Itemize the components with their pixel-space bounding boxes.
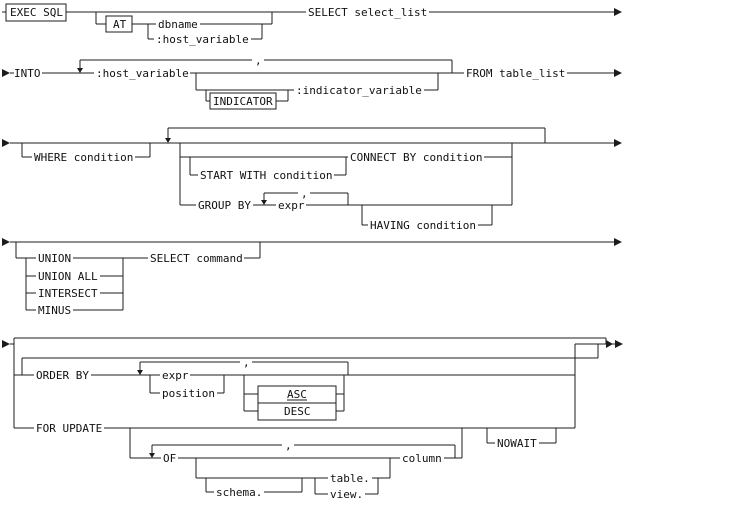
nowait-keyword: NOWAIT: [497, 437, 537, 450]
host-variable-loop-comma: ,: [255, 54, 262, 67]
where-condition-clause: WHERE condition: [34, 151, 133, 164]
labels: EXEC SQL AT dbname :host_variable SELECT…: [10, 6, 565, 501]
desc-box: [257, 402, 337, 421]
arrow-down-icon: [137, 370, 143, 375]
arrow-right-icon: [2, 340, 10, 348]
indicator-box: [209, 92, 277, 110]
order-by-loop-comma: ,: [243, 356, 250, 369]
into-keyword: INTO: [14, 67, 41, 80]
group-by-expr-operand: expr: [278, 199, 305, 212]
into-host-variable-operand: :host_variable: [96, 67, 189, 80]
position-operand: position: [162, 387, 215, 400]
order-by-expr-operand: expr: [162, 369, 189, 382]
row1-lines: [2, 11, 614, 40]
union-all-keyword: UNION ALL: [38, 270, 98, 283]
arrow-right-icon: [615, 340, 623, 348]
intersect-keyword: INTERSECT: [38, 287, 98, 300]
schema-operand: schema.: [216, 486, 262, 499]
exec-sql-box: [5, 3, 67, 22]
indicator-variable-operand: :indicator_variable: [296, 84, 422, 97]
desc-keyword: DESC: [284, 405, 311, 418]
arrow-right-icon: [614, 69, 622, 77]
asc-keyword: ASC: [287, 388, 307, 401]
view-operand: view.: [330, 488, 363, 501]
at-keyword: AT: [113, 18, 127, 31]
minus-keyword: MINUS: [38, 304, 71, 317]
railroad-lines: [2, 11, 615, 495]
row3-lines: [10, 127, 614, 226]
arrow-down-icon: [261, 200, 267, 205]
table-operand: table.: [330, 472, 370, 485]
arrow-down-icon: [165, 138, 171, 143]
of-loop-comma: ,: [285, 439, 292, 452]
column-operand: column: [402, 452, 442, 465]
having-condition-clause: HAVING condition: [370, 219, 476, 232]
order-by-keyword: ORDER BY: [36, 369, 89, 382]
at-host-variable-operand: :host_variable: [156, 33, 249, 46]
start-with-condition-clause: START WITH condition: [200, 169, 332, 182]
group-by-loop-comma: ,: [301, 187, 308, 200]
of-keyword: OF: [163, 452, 176, 465]
indicator-keyword: INDICATOR: [213, 95, 273, 108]
arrow-down-icon: [149, 453, 155, 458]
at-box: [105, 15, 133, 33]
arrowheads: [2, 8, 623, 458]
arrow-right-icon: [614, 139, 622, 147]
arrow-right-icon: [2, 69, 10, 77]
dbname-operand: dbname: [158, 18, 198, 31]
arrow-right-icon: [2, 238, 10, 246]
union-keyword: UNION: [38, 252, 71, 265]
row2-lines: [10, 59, 614, 102]
exec-sql-keyword: EXEC SQL: [10, 6, 63, 19]
arrow-down-icon: [77, 68, 83, 73]
arrow-right-icon: [606, 340, 613, 348]
row4-lines: [10, 241, 614, 311]
connect-by-condition-clause: CONNECT BY condition: [350, 151, 482, 164]
keyword-boxes: [5, 3, 337, 421]
arrow-right-icon: [614, 238, 622, 246]
arrow-right-icon: [614, 8, 622, 16]
select-command-operand: SELECT command: [150, 252, 243, 265]
arrow-right-icon: [2, 139, 10, 147]
for-update-keyword: FOR UPDATE: [36, 422, 102, 435]
row5-lines: [10, 337, 615, 495]
group-by-keyword: GROUP BY: [198, 199, 251, 212]
select-list-clause: SELECT select_list: [308, 6, 427, 19]
from-table-list-clause: FROM table_list: [466, 67, 565, 80]
